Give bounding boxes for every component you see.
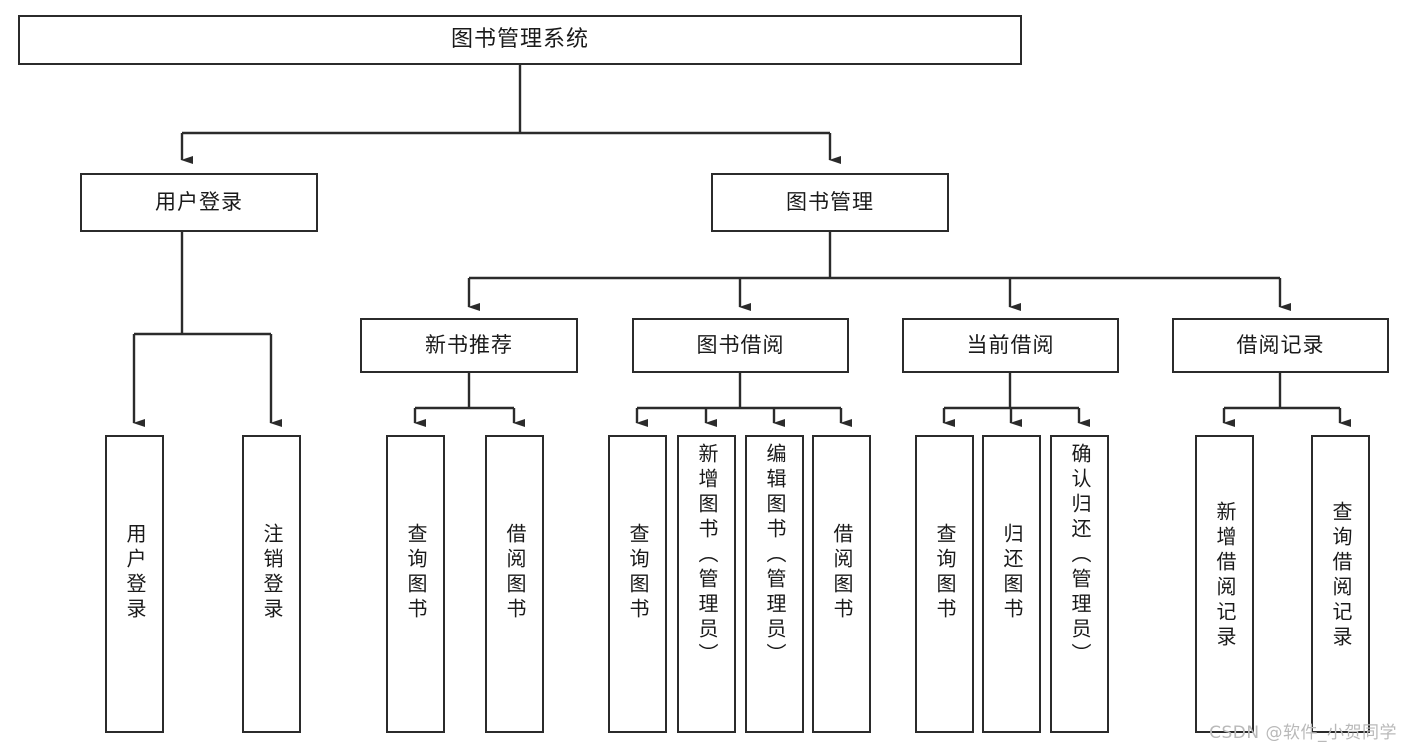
leaf-borrow-record-query[interactable]: 查询借阅记录 xyxy=(1311,435,1370,733)
node-label: 查询图书 xyxy=(404,523,428,623)
leaf-current-borrow-confirm[interactable]: 确认归还（管理员） xyxy=(1050,435,1109,733)
node-label: 图书管理 xyxy=(786,189,874,214)
node-label: 借阅图书 xyxy=(830,523,854,623)
node-label: 当前借阅 xyxy=(966,332,1055,357)
leaf-book-borrow-borrow[interactable]: 借阅图书 xyxy=(812,435,871,733)
node-label: 用户登录 xyxy=(123,523,147,623)
leaf-borrow-record-add[interactable]: 新增借阅记录 xyxy=(1195,435,1254,733)
node-label: 查询图书 xyxy=(626,523,650,623)
leaf-book-borrow-query[interactable]: 查询图书 xyxy=(608,435,667,733)
node-label: 新书推荐 xyxy=(425,332,513,357)
node-label: 借阅图书 xyxy=(503,523,527,623)
node-label: 注销登录 xyxy=(260,523,284,623)
node-borrow-record[interactable]: 借阅记录 xyxy=(1172,318,1389,373)
leaf-new-book-borrow[interactable]: 借阅图书 xyxy=(485,435,544,733)
node-label: 用户登录 xyxy=(155,189,243,214)
node-label: 查询借阅记录 xyxy=(1329,501,1353,651)
node-label: 编辑图书（管理员） xyxy=(763,443,787,668)
node-book-management[interactable]: 图书管理 xyxy=(711,173,949,232)
node-book-borrow[interactable]: 图书借阅 xyxy=(632,318,849,373)
leaf-current-borrow-return[interactable]: 归还图书 xyxy=(982,435,1041,733)
node-user-login[interactable]: 用户登录 xyxy=(80,173,318,232)
node-label: 图书管理系统 xyxy=(450,26,589,52)
leaf-book-borrow-add[interactable]: 新增图书（管理员） xyxy=(677,435,736,733)
leaf-user-login-signout[interactable]: 注销登录 xyxy=(242,435,301,733)
node-label: 新增图书（管理员） xyxy=(695,443,719,668)
csdn-watermark: CSDN @软件_小贺同学 xyxy=(1209,723,1397,743)
node-label: 归还图书 xyxy=(1000,523,1024,623)
node-label: 确认归还（管理员） xyxy=(1068,443,1092,668)
node-new-book-recommend[interactable]: 新书推荐 xyxy=(360,318,578,373)
node-label: 查询图书 xyxy=(933,523,957,623)
node-current-borrow[interactable]: 当前借阅 xyxy=(902,318,1119,373)
leaf-current-borrow-query[interactable]: 查询图书 xyxy=(915,435,974,733)
leaf-book-borrow-edit[interactable]: 编辑图书（管理员） xyxy=(745,435,804,733)
node-root-system[interactable]: 图书管理系统 xyxy=(18,15,1022,65)
leaf-new-book-query[interactable]: 查询图书 xyxy=(386,435,445,733)
node-label: 图书借阅 xyxy=(696,332,785,357)
node-label: 借阅记录 xyxy=(1236,332,1325,357)
node-label: 新增借阅记录 xyxy=(1213,501,1237,651)
leaf-user-login-signin[interactable]: 用户登录 xyxy=(105,435,164,733)
